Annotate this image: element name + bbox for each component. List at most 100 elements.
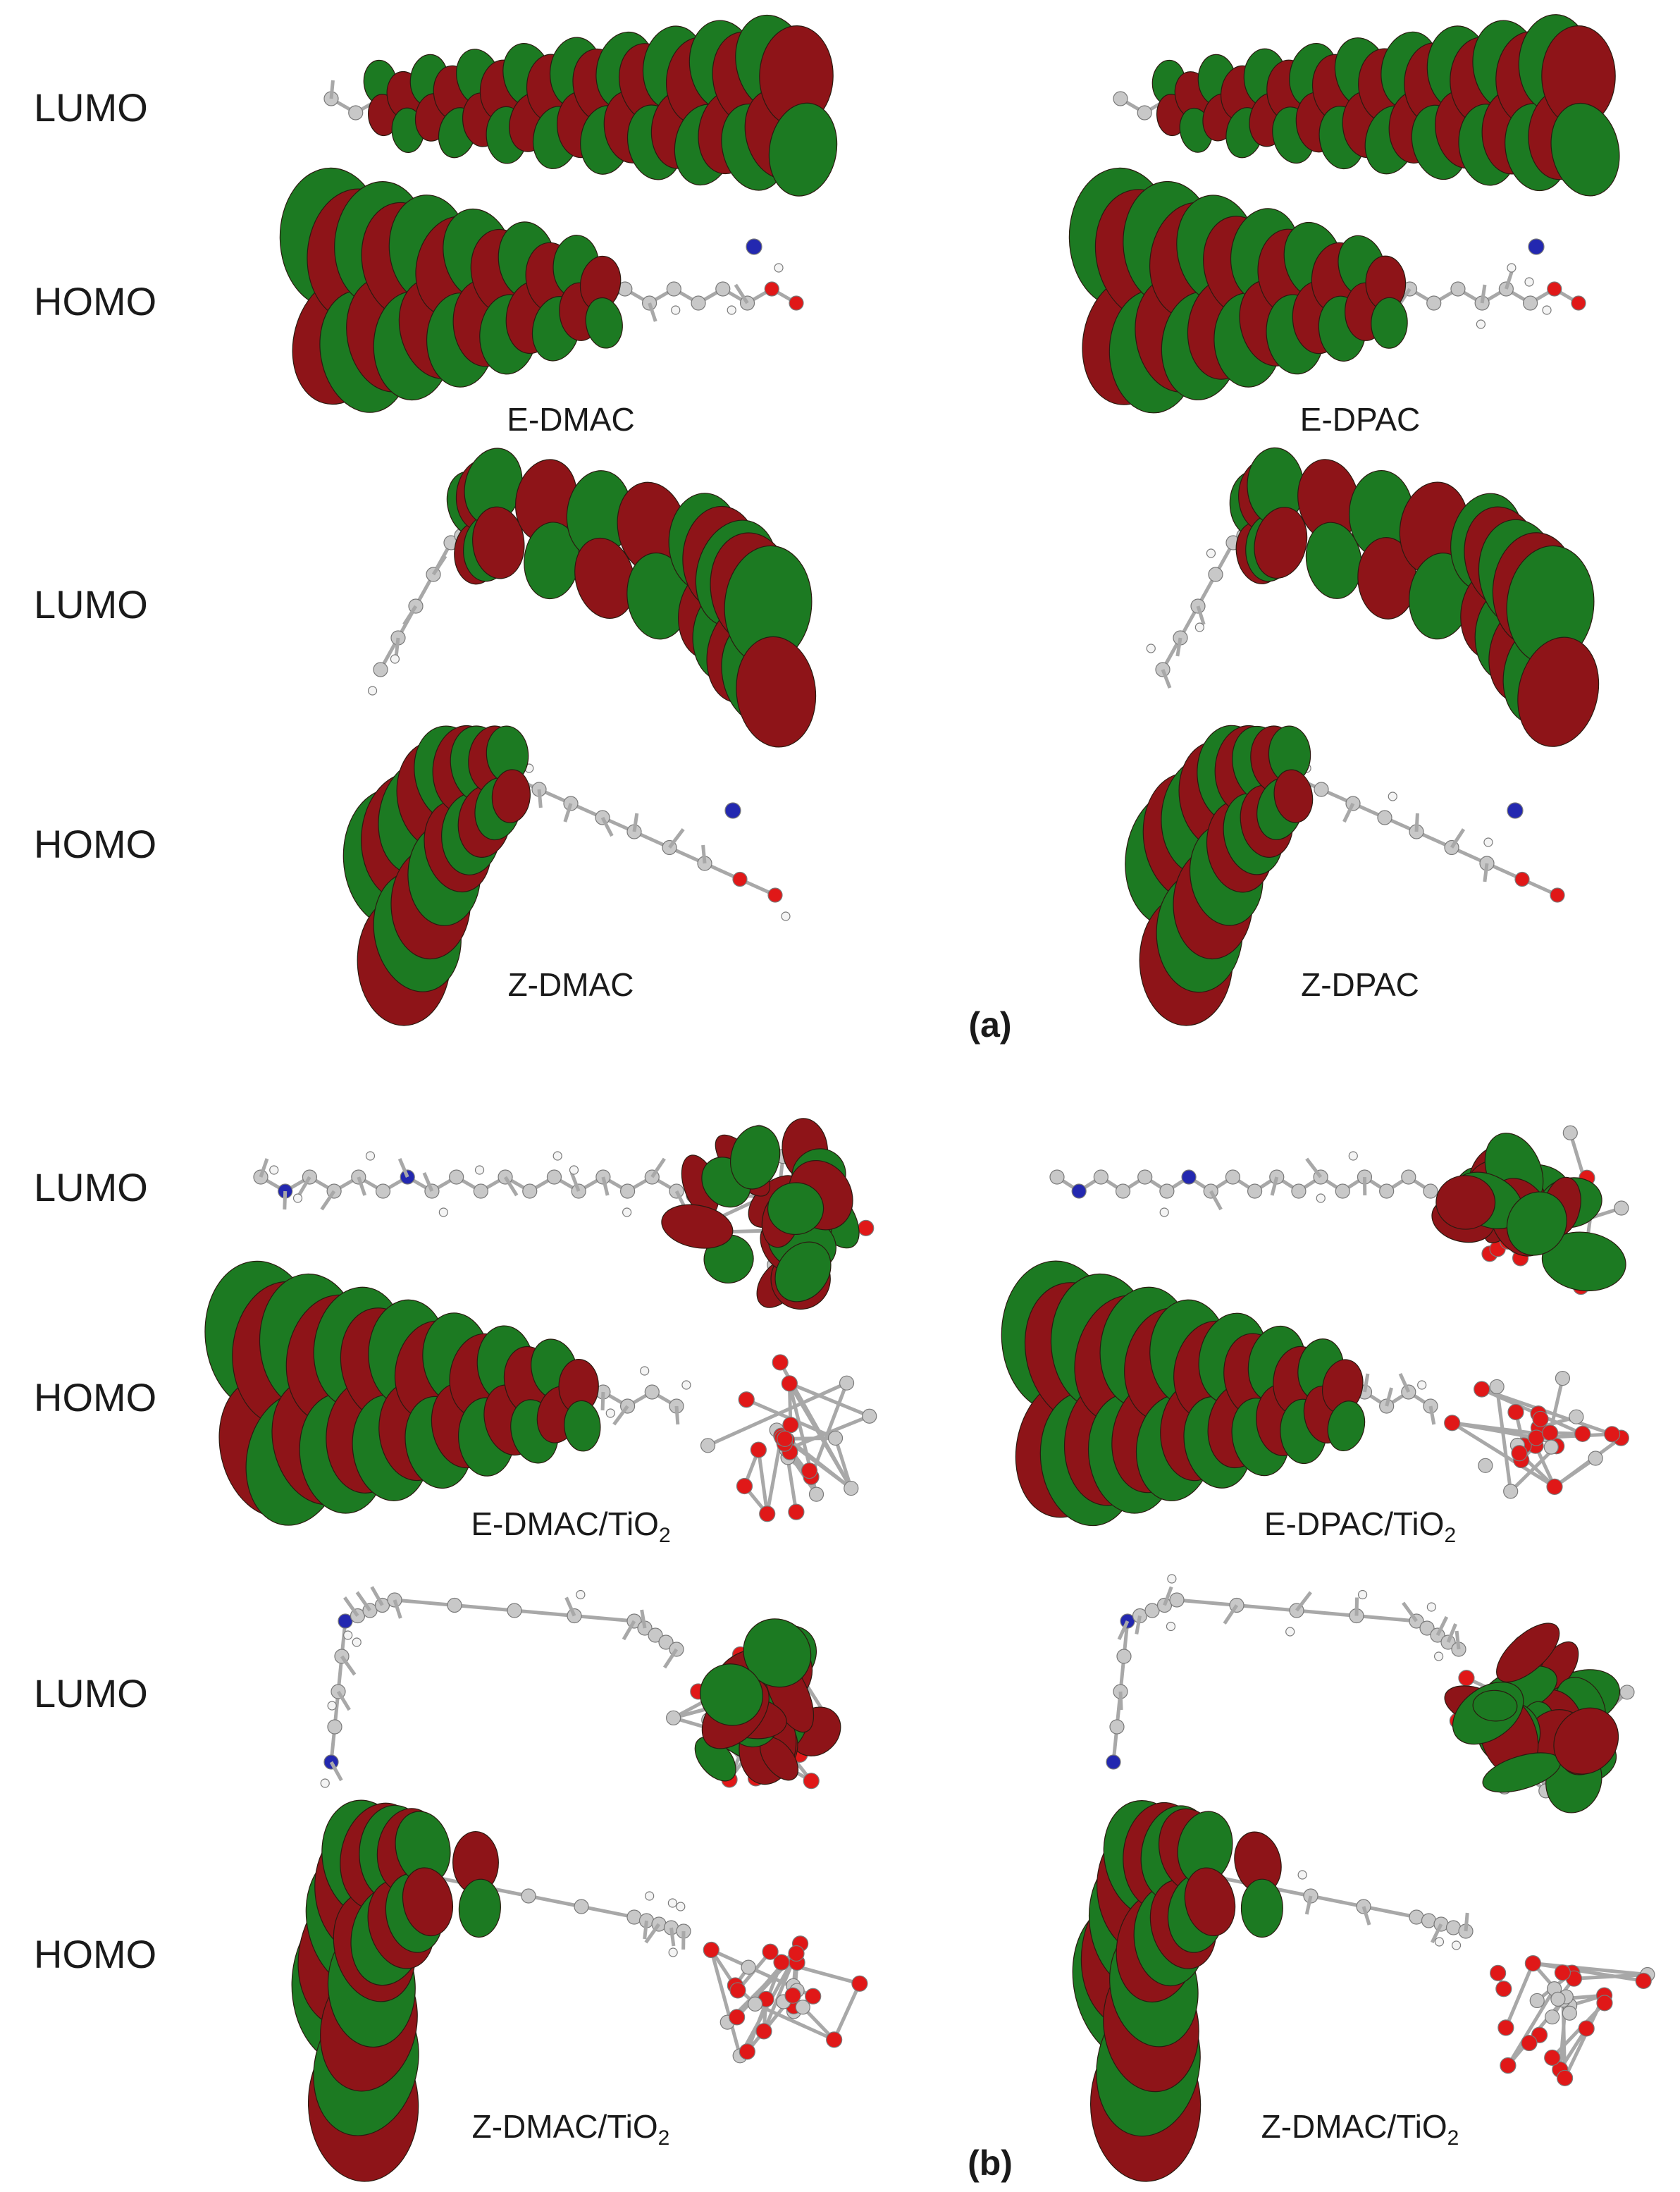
orbital-label-homo: HOMO [34,1932,157,1976]
atom [851,1975,868,1992]
atom [1554,1964,1571,1981]
bond [1550,2002,1606,2059]
atom [759,1506,776,1522]
atom [1571,295,1586,311]
atom [755,2023,772,2040]
atom [839,1375,855,1391]
atom [1522,295,1538,311]
atom [732,871,748,887]
atom [1137,1169,1153,1185]
atom [1106,1754,1121,1770]
atom [1144,1603,1160,1618]
bond [343,1596,359,1617]
atom [447,1597,462,1613]
atom [1555,1370,1571,1386]
atom [773,1954,790,1971]
atom [1569,1409,1584,1424]
bond [650,1157,666,1178]
bond [528,1894,582,1909]
atom [736,1477,753,1495]
bond [643,1920,648,1940]
atom [1521,2034,1538,2052]
atom [1159,1183,1175,1199]
bond [355,1591,372,1612]
atom [1550,887,1565,903]
atom [827,1430,844,1446]
z-isomer-lumo [1146,447,1600,747]
atom [348,105,364,121]
e-isomer-tio2-lumo [1049,1125,1629,1295]
bond [1296,1608,1357,1618]
orbital-lobe [1305,522,1362,599]
orbital-lobe [736,636,817,748]
atom [1588,1451,1603,1466]
bond [754,2002,835,2042]
bond [1161,669,1172,689]
bond [789,1381,870,1418]
atom [762,1943,779,1960]
bond [1452,1421,1537,1440]
bond [402,605,418,626]
atom [640,1366,650,1376]
orbital-label-lumo: LUMO [34,1671,148,1716]
atom [741,1959,756,1975]
bond [1356,1614,1417,1623]
atom [1348,1151,1358,1161]
atom [1409,1909,1424,1925]
bond [1483,863,1489,882]
atom [1511,1445,1528,1462]
atom [320,1778,330,1788]
bond [1361,1906,1371,1926]
atom [521,1888,536,1904]
atom [1426,1602,1436,1612]
bond [1236,1603,1297,1613]
atom [473,1183,488,1199]
bond [454,1603,515,1613]
e-isomer-tio2-homo [1001,1260,1629,1527]
z-isomer-tio2-lumo [320,1586,841,1790]
bond [1495,1386,1513,1492]
atom [668,1947,678,1957]
bond [1402,1601,1419,1623]
atom [1314,782,1329,797]
subscript: 2 [1447,2126,1459,2150]
subscript: 2 [658,1524,671,1547]
atom [343,1630,353,1640]
orbital-lobe [1371,297,1408,349]
atom [729,2009,746,2026]
subscript: 2 [1444,1524,1457,1547]
molecule-caption: E-DMAC [507,401,635,438]
atom [327,1701,337,1711]
atom [390,654,400,664]
atom [1450,281,1466,297]
bond [601,1176,610,1196]
atom [269,1165,279,1175]
orbital-lobe [1553,1707,1619,1775]
bond [1398,1372,1411,1393]
atom [474,1165,485,1175]
atom [1206,548,1216,558]
panel-label-b: (b) [968,2143,1013,2183]
bond [1385,1387,1393,1407]
orbital-lobe [774,1241,832,1303]
bond [1553,1456,1597,1489]
bond [394,1598,455,1607]
atom [803,1773,820,1790]
bond [662,1648,679,1669]
atom [805,1988,822,2005]
z-isomer-tio2-lumo [1106,1574,1635,1814]
bond [1450,828,1466,849]
atom [739,2043,755,2060]
bond [1504,1962,1535,2028]
bond [537,789,543,808]
atom [1379,1183,1395,1199]
bond [1196,605,1206,625]
bond [1504,270,1514,290]
bond [1480,284,1487,304]
atom [574,1899,589,1914]
atom [1444,1415,1461,1431]
molecule-caption: Z-DMAC [507,966,634,1003]
atom [1507,1403,1524,1421]
orbital-lobe [1254,507,1308,579]
atom [666,1710,681,1725]
